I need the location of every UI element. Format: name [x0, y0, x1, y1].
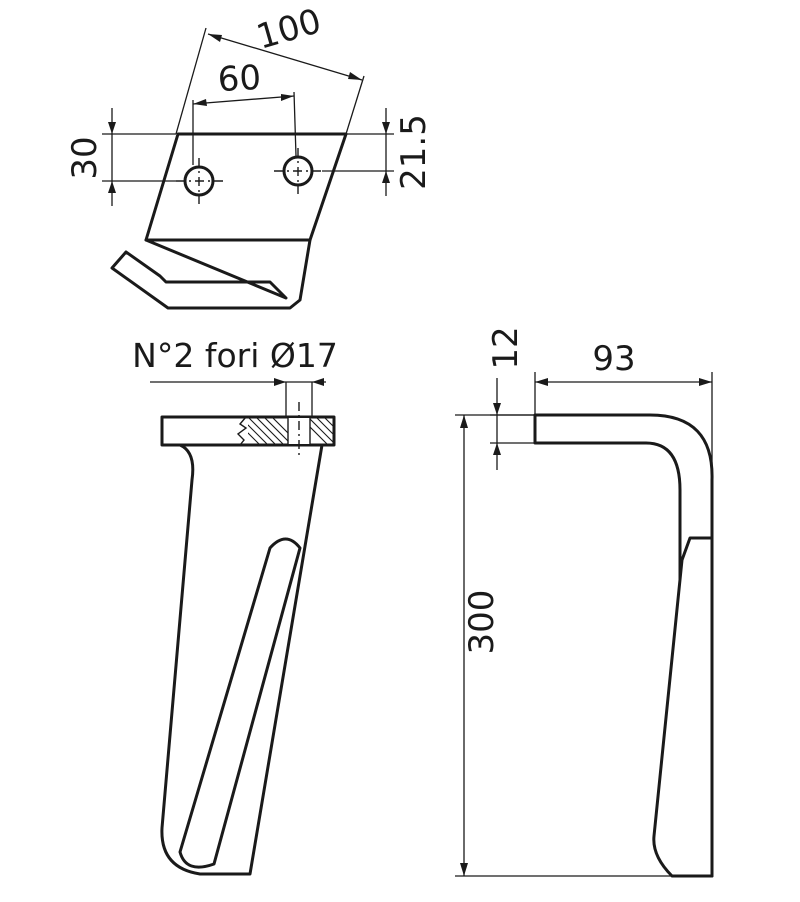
- top-view: 100 60 30 21.5: [65, 1, 434, 310]
- dimension-100-label: 100: [252, 1, 325, 57]
- front-view-hole: [288, 418, 310, 444]
- front-view-facet: [178, 537, 302, 869]
- dimension-30: 30: [65, 108, 176, 206]
- top-view-blade: [110, 238, 312, 310]
- dimension-21-5-label: 21.5: [394, 114, 434, 190]
- top-view-plate: [144, 132, 348, 242]
- section-break-line: [236, 416, 248, 446]
- dimension-93: 93: [534, 339, 713, 500]
- dimension-30-label: 30: [65, 136, 105, 179]
- dimension-300: 300: [455, 414, 680, 877]
- side-view-blade: [652, 536, 714, 878]
- dimension-12-label: 12: [486, 326, 526, 369]
- dimension-21-5: 21.5: [322, 108, 434, 196]
- dimension-60: 60: [192, 58, 297, 165]
- dimension-12: 12: [486, 326, 535, 470]
- dimension-100: 100: [175, 1, 365, 135]
- dimension-300-label: 300: [462, 590, 502, 655]
- side-view: 300 93 12: [455, 326, 714, 878]
- front-view: N°2 fori Ø17: [132, 336, 338, 876]
- holes-note: N°2 fori Ø17: [132, 336, 338, 375]
- dimension-93-label: 93: [592, 339, 635, 379]
- dimension-60-label: 60: [217, 58, 262, 100]
